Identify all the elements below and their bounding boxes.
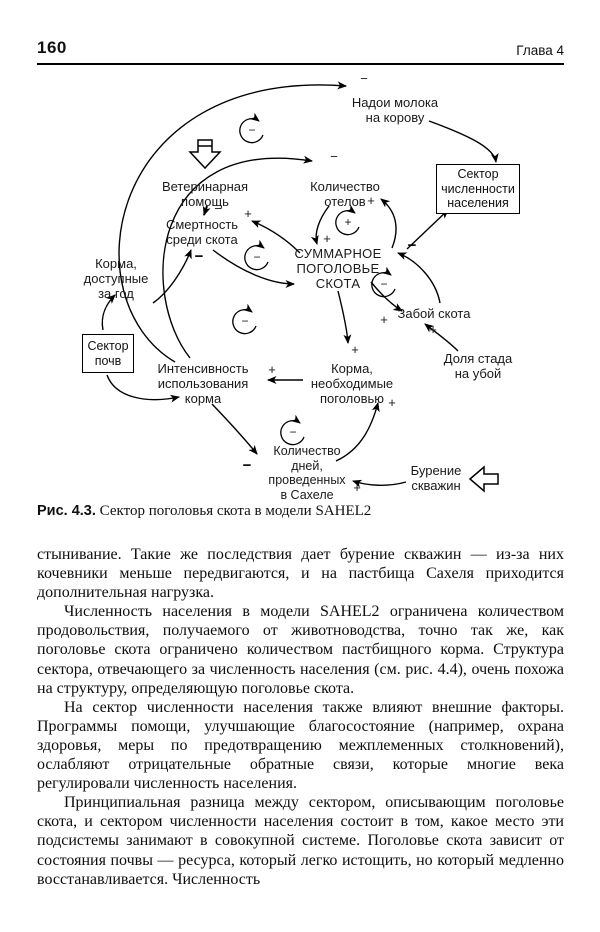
- node-calvings: Количество отелов: [310, 179, 380, 210]
- arrow-slaughter-to-livestock: [397, 252, 441, 304]
- sign-feedneeded: +: [351, 342, 359, 357]
- node-total-livestock: СУММАРНОЕ ПОГОЛОВЬЕ СКОТА: [294, 246, 382, 292]
- loop-sign: −: [241, 314, 248, 328]
- loop-mortality-negative: [244, 239, 269, 271]
- figure-caption-label: Рис. 4.3.: [37, 503, 96, 519]
- arrow-milk-to-popsector: [428, 120, 499, 163]
- figure-caption-text: Сектор поголовья скота в модели SAHEL2: [95, 503, 372, 519]
- arrow-calvings-to-livestock: [310, 205, 330, 245]
- node-feed-intensity: Интенсивность использования корма: [157, 361, 249, 407]
- page-number: 160: [37, 38, 67, 57]
- sign-milk: −: [360, 71, 368, 86]
- node-drilling: Бурение скважин: [410, 463, 462, 494]
- page-header: 160 Глава 4: [37, 38, 564, 65]
- arrow-herdshare-to-slaughter: [424, 323, 459, 352]
- sign-herdshare: +: [429, 322, 437, 337]
- figure-caption: Рис. 4.3. Сектор поголовья скота в модел…: [37, 502, 564, 520]
- loop-sign: −: [248, 123, 255, 137]
- paragraph: Принципиальная разница между сектором, о…: [37, 794, 564, 888]
- node-soil-sector-box: Сектор почв: [82, 334, 134, 373]
- arrow-livestock-to-popsector: [406, 209, 449, 250]
- sign-slaughter-neg: −: [408, 237, 417, 254]
- node-days-sahel: Количество дней, проведенных в Сахеле: [268, 444, 346, 502]
- loop-calving-positive: [335, 204, 360, 236]
- body-text: стынивание. Такие же последствия дает бу…: [37, 545, 564, 889]
- node-milk-yield: Надои молока на корову: [351, 95, 439, 126]
- paragraph: На сектор численности населения также вл…: [37, 698, 564, 793]
- sign-calv-to-stock: +: [323, 231, 331, 246]
- node-herd-share: Доля стада на убой: [443, 351, 513, 382]
- node-vet-aid: Ветеринарная помощь: [161, 179, 249, 210]
- sign-calvings: −: [330, 149, 338, 164]
- chapter-label: Глава 4: [516, 43, 564, 58]
- loop-top-negative: [239, 112, 264, 144]
- loop-days-negative: [280, 414, 305, 446]
- arrow-livestock-to-feedneeded: [337, 290, 352, 344]
- node-feed-needed: Корма, необходимые поголовью: [310, 361, 394, 407]
- loop-sign: +: [344, 215, 351, 229]
- loop-feed-negative: [232, 303, 257, 335]
- node-mortality: Смертность среди скота: [165, 217, 239, 248]
- paragraph: Численность населения в модели SAHEL2 ог…: [37, 603, 564, 697]
- node-feed-available: Корма, доступные за год: [83, 256, 149, 302]
- loop-sign: −: [253, 250, 260, 264]
- paragraph: стынивание. Такие же последствия дает бу…: [37, 546, 564, 602]
- external-input-down-arrow-icon: [188, 139, 222, 170]
- node-population-sector-box: Сектор численности населения: [436, 164, 520, 214]
- node-slaughter: Забой скота: [397, 306, 471, 321]
- loop-sign: −: [289, 425, 296, 439]
- sign-feedavail: −: [195, 248, 204, 265]
